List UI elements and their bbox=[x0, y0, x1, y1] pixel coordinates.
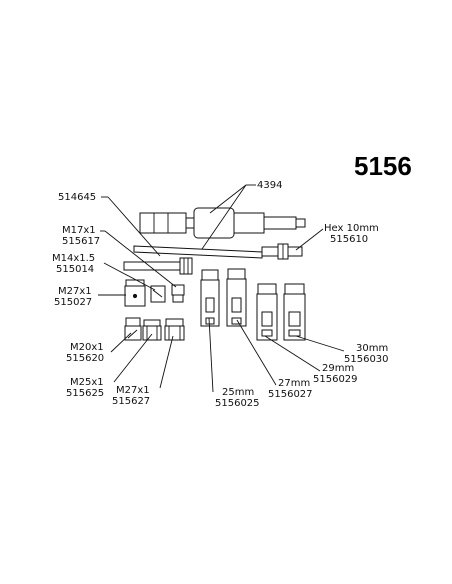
label-m27-small: M27x1 bbox=[116, 385, 150, 396]
label-515014: 515014 bbox=[56, 264, 94, 275]
slide-hammer bbox=[139, 207, 306, 239]
label-515610: 515610 bbox=[330, 234, 368, 245]
label-m25: M25x1 bbox=[70, 377, 104, 388]
label-515617: 515617 bbox=[62, 236, 100, 247]
handle-grip bbox=[139, 212, 187, 234]
label-515627: 515627 bbox=[112, 396, 150, 407]
label-515027: 515027 bbox=[54, 297, 92, 308]
kit-number: 5156 bbox=[354, 151, 412, 181]
label-25mm: 25mm bbox=[222, 387, 254, 398]
extension-rod bbox=[133, 245, 263, 259]
label-515620: 515620 bbox=[66, 353, 104, 364]
label-5156027: 5156027 bbox=[268, 389, 313, 400]
m14-adapter bbox=[123, 257, 193, 275]
hex-adapter bbox=[261, 243, 303, 260]
hammer-tip bbox=[295, 218, 306, 228]
hammer-collar bbox=[233, 212, 265, 234]
m27-small-adapter bbox=[164, 318, 185, 341]
m20-adapter bbox=[124, 317, 142, 341]
label-5156030: 5156030 bbox=[344, 354, 389, 365]
hammer-shaft-right bbox=[263, 216, 297, 230]
socket-29mm bbox=[256, 283, 278, 341]
m27-block-adapter bbox=[124, 279, 166, 307]
label-5156025: 5156025 bbox=[215, 398, 260, 409]
label-514645: 514645 bbox=[58, 192, 96, 203]
m25-adapter bbox=[142, 319, 162, 341]
socket-30mm bbox=[283, 283, 306, 341]
label-m17: M17x1 bbox=[62, 225, 96, 236]
leader-lines bbox=[98, 184, 345, 393]
label-hex: Hex 10mm bbox=[324, 223, 379, 234]
label-29mm: 29mm bbox=[322, 363, 354, 374]
label-515625: 515625 bbox=[66, 388, 104, 399]
label-m27-block: M27x1 bbox=[58, 286, 92, 297]
label-27mm: 27mm bbox=[278, 378, 310, 389]
hammer-weight bbox=[193, 207, 235, 239]
label-m14: M14x1.5 bbox=[52, 253, 95, 264]
label-4394: 4394 bbox=[257, 180, 282, 191]
label-30mm: 30mm bbox=[356, 343, 388, 354]
hammer-shaft-left bbox=[185, 217, 195, 229]
label-5156029: 5156029 bbox=[313, 374, 358, 385]
m17-adapter bbox=[171, 284, 185, 303]
socket-27mm bbox=[226, 268, 247, 327]
label-m20: M20x1 bbox=[70, 342, 104, 353]
socket-25mm bbox=[200, 269, 220, 327]
